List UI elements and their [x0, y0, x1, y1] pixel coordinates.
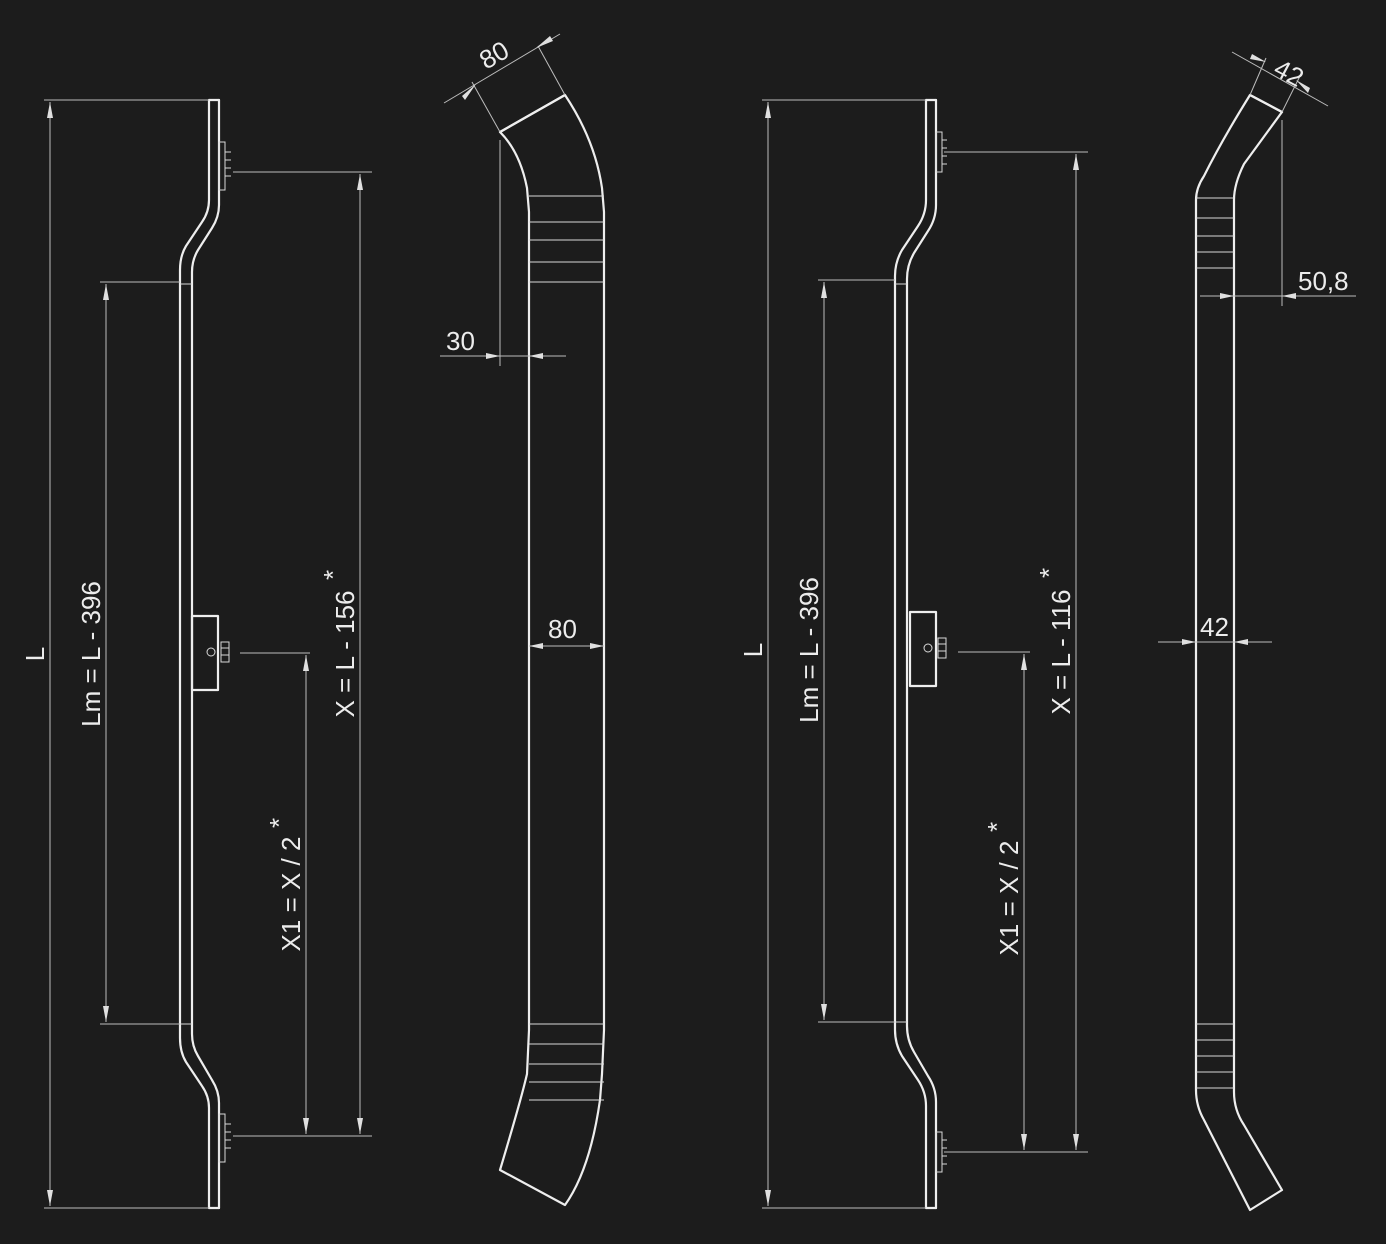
side-b-body-width-label: 42	[1200, 612, 1229, 642]
side-a-top-width-label: 80	[474, 35, 514, 75]
side-b-top-grip-lines	[1196, 197, 1234, 269]
bottom-screw-a	[218, 1113, 231, 1163]
center-distance-note-a: *	[264, 818, 294, 828]
side-b-top-face	[1248, 93, 1284, 114]
side-a-top-face	[498, 93, 567, 134]
bottom-screw-b	[935, 1131, 947, 1173]
side-view-b: 42 50,8 42	[1158, 51, 1356, 1212]
side-a-offset-label: 30	[446, 326, 475, 356]
side-a-body-width-label: 80	[548, 614, 577, 644]
front-view-b: L Lm = L - 396 X = L - 116 * X1 = X / 2 …	[738, 98, 1088, 1210]
center-distance-note-b: *	[982, 822, 1012, 832]
center-distance-label-b: X1 = X / 2	[994, 841, 1024, 956]
side-b-offset-label: 50,8	[1298, 266, 1349, 296]
side-view-a: 80 30 80	[440, 33, 606, 1207]
top-screw-b	[935, 131, 947, 173]
handle-b-left-edge	[893, 98, 928, 1210]
side-a-outline	[498, 93, 606, 1207]
side-a-top-grip-lines	[529, 195, 604, 283]
center-block-b	[908, 610, 947, 688]
side-b-bottom-grip-lines	[1196, 1023, 1234, 1089]
center-block-a	[190, 614, 230, 692]
mount-length-label-a: Lm = L - 396	[76, 581, 106, 727]
mount-length-label-b: Lm = L - 396	[794, 577, 824, 723]
handle-b-right-edge	[905, 98, 938, 1210]
side-b-outline	[1194, 93, 1284, 1212]
hole-spacing-note-b: *	[1034, 568, 1064, 578]
hole-spacing-note-a: *	[318, 570, 348, 580]
top-screw-a	[218, 141, 231, 191]
hole-spacing-label-a: X = L - 156	[330, 591, 360, 718]
overall-length-label-a: L	[20, 647, 50, 661]
hole-spacing-label-b: X = L - 116	[1046, 589, 1076, 714]
front-view-a: L Lm = L - 396 X = L - 156 * X1 = X / 2 …	[20, 98, 372, 1210]
side-a-bottom-grip-lines	[529, 1023, 604, 1101]
center-distance-label-a: X1 = X / 2	[276, 837, 306, 952]
handle-a-left-edge	[178, 98, 211, 1210]
overall-length-label-b: L	[738, 643, 768, 657]
